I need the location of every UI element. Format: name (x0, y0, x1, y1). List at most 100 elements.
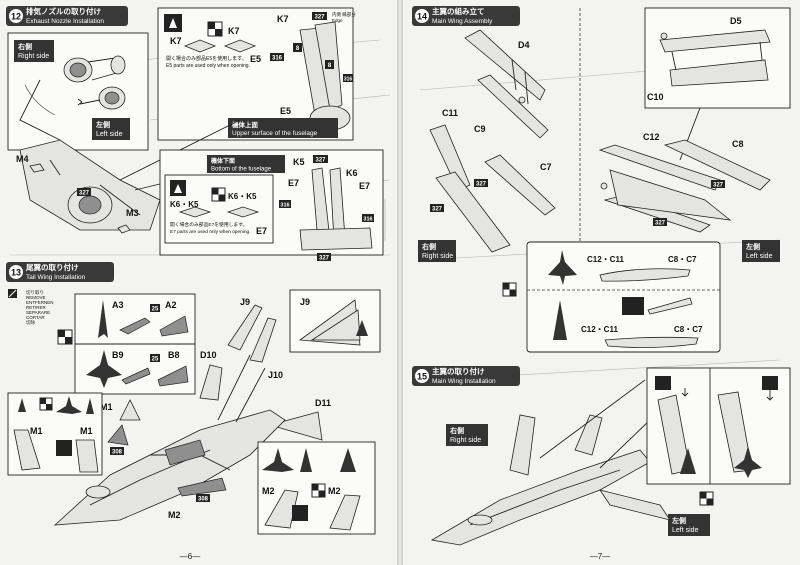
pair-b-left-label: C12・C11 (581, 325, 618, 334)
step15-left-side-en: Left side (672, 527, 699, 534)
num-316d: 316 (363, 217, 372, 223)
check-icon (311, 483, 326, 498)
check-icon (502, 282, 517, 297)
step15-right-side-en: Right side (450, 437, 481, 444)
remove-line-3: RETIRER (26, 305, 47, 310)
edge-label-jp: 内側 縁部分 (332, 11, 356, 18)
part-label-c12: C12 (643, 132, 660, 142)
num-316b: 316 (344, 77, 353, 83)
step14-right-side-en: Right side (422, 253, 453, 260)
part-label-k6k5a: K6・K5 (170, 200, 199, 209)
part-label-d4: D4 (518, 40, 530, 50)
pair-a-right-label: C8・C7 (668, 255, 697, 264)
part-label-a3: A3 (112, 300, 124, 310)
m2-detail-box: M2 M2 (257, 441, 376, 535)
remove-legend: 切り取り REMOVE ENTFERNEN RETIRER SEPARARE C… (8, 289, 54, 326)
part-label-c7: C7 (540, 162, 552, 172)
check-icon (207, 21, 223, 37)
part-m1-shape (107, 424, 129, 446)
remove-line-4: SEPARARE (26, 310, 50, 315)
step14-title-jp: 主翼の組み立て (432, 6, 485, 16)
step14-left-side-en: Left side (746, 253, 773, 260)
exhaust-nozzle-right (63, 55, 126, 83)
remove-line-1: REMOVE (26, 295, 46, 300)
part-label-e7c: E7 (359, 181, 370, 191)
remove-line-5: CORTAR (26, 315, 45, 320)
part-label-k6: K6 (346, 168, 358, 178)
wing-position-options-box: C12・C11 C8・C7 C12・C11 C8・C7 (502, 241, 721, 353)
stabilizer-options-box: A3 A2 25 B9 B8 25 (57, 293, 196, 395)
step13-number: 13 (11, 268, 21, 278)
num-327c-right: 327 (713, 183, 724, 189)
edge-label-en: Edge (332, 18, 343, 23)
step15-title-en: Main Wing Installation (432, 378, 496, 385)
num-25a: 25 (152, 307, 159, 313)
part-label-e5: E5 (250, 54, 261, 64)
right-page-number: —7— (590, 552, 610, 561)
part-label-a2: A2 (165, 300, 177, 310)
part-j9-shape (227, 304, 263, 351)
step15-header: 15 主翼の取り付け Main Wing Installation (412, 366, 520, 386)
step15-left-side-jp: 左側 (671, 516, 686, 525)
part-label-c11: C11 (442, 108, 458, 118)
num-8b: 8 (328, 63, 332, 69)
part-label-m2c: M2 (328, 486, 341, 496)
check-icon (211, 187, 226, 202)
aircraft-silhouette-a (98, 300, 108, 338)
num-327d-right: 327 (655, 221, 666, 227)
num-316a: 316 (272, 56, 283, 62)
step14-header: 14 主翼の組み立て Main Wing Assembly (412, 6, 520, 26)
part-m2-shape (177, 477, 227, 497)
num-8a: 8 (296, 46, 300, 52)
step14-number: 14 (417, 12, 427, 22)
aircraft-silhouette-b (86, 350, 122, 388)
part-label-m2: M2 (168, 510, 181, 520)
upper-surface-en: Upper surface of the fuselage (232, 130, 318, 137)
remove-line-2: ENTFERNEN (26, 300, 54, 305)
vertical-tail-box: J9 (289, 289, 381, 353)
num-327b: 327 (79, 191, 90, 197)
note-e7-jp: 開く場合のみ部品E7を使用します。 (170, 221, 247, 228)
bottom-surface-jp: 機体下面 (211, 157, 235, 165)
num-327a-bg (474, 179, 488, 187)
part-label-k7c: K7 (277, 14, 289, 24)
aircraft-fuselage-drawing (53, 354, 286, 526)
part-label-e7: E7 (256, 226, 267, 236)
bottom-fuselage-box: 機体下面 Bottom of the fuselage K6・K5 K6・K5 … (159, 149, 384, 262)
step15-right-side-bg (446, 424, 488, 446)
upper-surface-label-bg (228, 118, 338, 138)
wing-detail-box-d5: D5 C10 (644, 7, 791, 109)
num-316c: 316 (280, 203, 289, 209)
part-label-b8: B8 (168, 350, 180, 360)
note-e5-jp: 開く場合のみ部品E5を使用します。 (166, 55, 247, 62)
page-spine (397, 0, 403, 565)
right-side-jp-label: 右側 (17, 42, 32, 51)
part-j10-shape (249, 317, 277, 363)
upper-surface-jp: 機体上面 (232, 120, 259, 129)
note-e7-en: E7 parts are used only when opening. (170, 229, 251, 235)
aircraft-silhouette-swept (553, 300, 567, 340)
check-icon (57, 329, 73, 345)
part-label-m2b: M2 (262, 486, 275, 496)
part-label-d5: D5 (730, 16, 742, 26)
part-d10-shape (199, 364, 223, 401)
step14-left-side-bg (742, 240, 780, 262)
num-308b-bg (196, 494, 210, 502)
num-308a: 308 (112, 450, 123, 456)
exhaust-nozzle-left (77, 86, 126, 110)
part-label-m1b: M1 (30, 426, 43, 436)
num-327c: 327 (315, 158, 326, 164)
num-327d: 327 (319, 256, 330, 262)
step15-title-jp: 主翼の取り付け (432, 366, 485, 376)
step13-header: 13 尾翼の取り付け Tail Wing Installation (6, 262, 114, 282)
part-label-d10: D10 (200, 350, 217, 360)
nozzle-detail-box: 右側 Right side 左側 Left side (7, 32, 149, 151)
step12-title-jp: 排気ノズルの取り付け (26, 6, 101, 16)
num-327b-right: 327 (432, 207, 443, 213)
bottom-surface-en: Bottom of the fuselage (211, 167, 272, 173)
num-327a-right: 327 (476, 182, 487, 188)
part-label-k7: K7 (170, 36, 182, 46)
step15-aircraft-drawing (430, 379, 671, 546)
left-side-jp-label: 左側 (95, 120, 110, 129)
left-page-number: —6— (180, 552, 200, 561)
